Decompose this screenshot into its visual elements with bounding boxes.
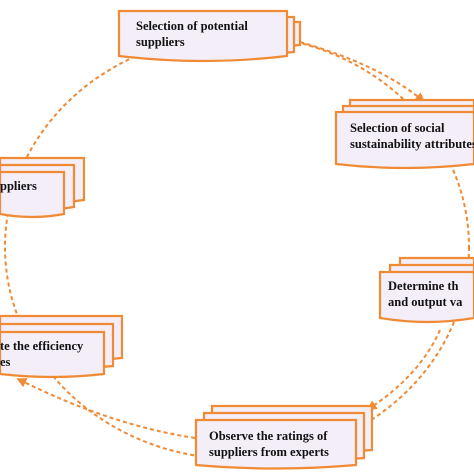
arrow-suppliers-to-attributes	[299, 41, 426, 103]
label-line: ppliers	[0, 179, 37, 193]
label-line: te the efficiency	[0, 339, 84, 353]
arrow-values-to-ratings	[366, 329, 441, 411]
label-line: sustainability attributes	[350, 137, 474, 151]
node-observe-ratings-label: Observe the ratings of suppliers from ex…	[209, 428, 329, 460]
label-line: Selection of social	[350, 121, 445, 135]
node-determine-values-label: Determine th and output va	[388, 278, 462, 310]
arrow-ratings-to-efficiency	[16, 378, 196, 439]
node-rank-suppliers	[0, 156, 86, 219]
node-compute-efficiency	[0, 314, 124, 379]
node-rank-suppliers-label: ppliers	[0, 178, 37, 194]
node-observe-ratings	[194, 404, 374, 470]
label-line: and output va	[388, 295, 463, 309]
label-line: Determine th	[388, 279, 459, 293]
node-select-suppliers-label: Selection of potential suppliers	[136, 18, 248, 50]
node-select-suppliers	[117, 9, 302, 63]
label-line: Selection of potential	[136, 19, 248, 33]
label-line: suppliers	[136, 35, 185, 49]
label-line: es	[0, 355, 11, 369]
label-line: suppliers from experts	[209, 445, 329, 459]
node-determine-values	[378, 256, 474, 324]
node-select-attributes-label: Selection of social sustainability attri…	[350, 120, 474, 152]
node-compute-efficiency-label: te the efficiency es	[0, 338, 83, 370]
label-line: Observe the ratings of	[209, 429, 328, 443]
cycle-ring	[4, 34, 470, 460]
